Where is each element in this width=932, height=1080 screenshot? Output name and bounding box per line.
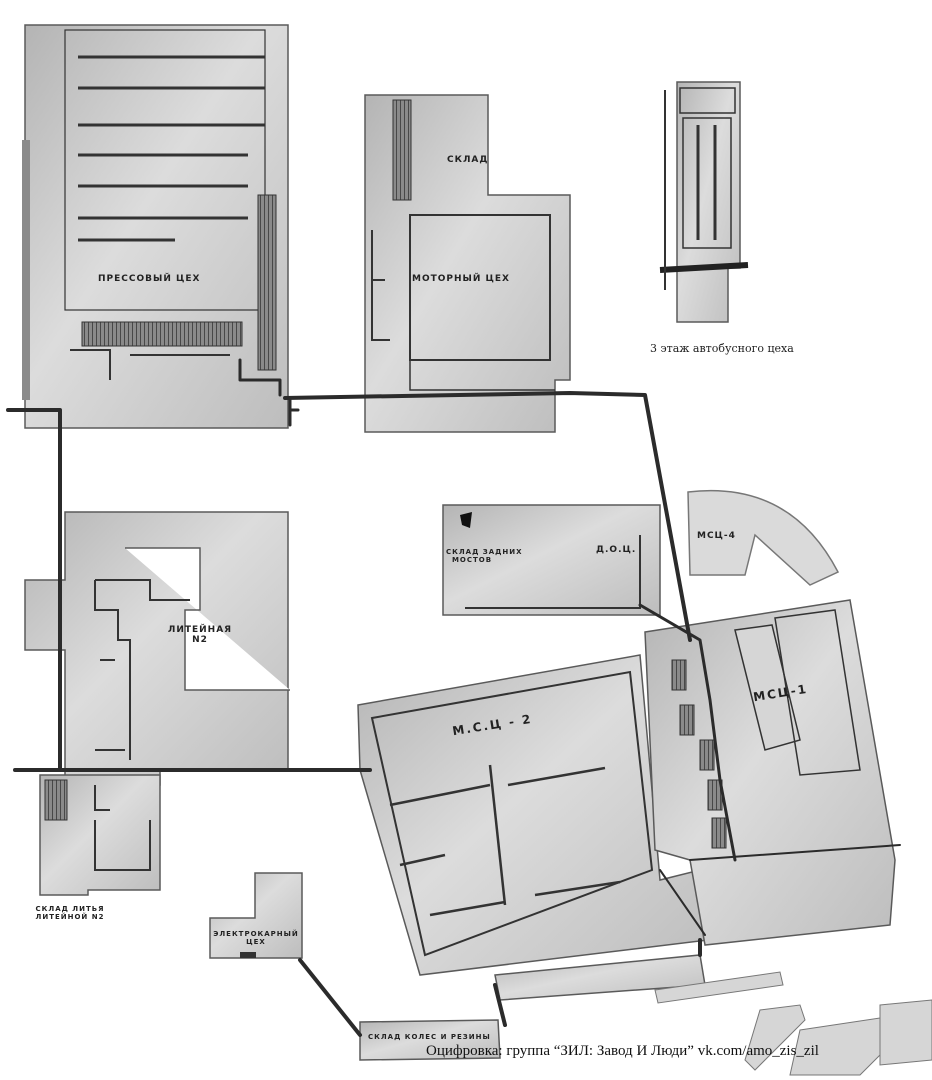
press-shop-building xyxy=(22,24,289,429)
electrocar-shop-building xyxy=(209,872,303,959)
electrocar-shop-label: ЭЛЕКТРОКАРНЫЙ ЦЕХ xyxy=(208,930,304,946)
wheels-tires-warehouse-label: СКЛАД КОЛЕС И РЕЗИНЫ xyxy=(368,1033,491,1041)
foundry-label: ЛИТЕЙНАЯ N2 xyxy=(160,625,240,645)
doc-label: Д.О.Ц. xyxy=(596,545,637,555)
casting-warehouse-building xyxy=(39,774,161,896)
motor-shop-building xyxy=(364,94,571,433)
press-shop-label: ПРЕССОВЫЙ ЦЕХ xyxy=(98,274,201,284)
msc4-label: МСЦ-4 xyxy=(697,531,736,541)
lower-right-buildings xyxy=(654,971,932,1076)
conveyor-lines xyxy=(6,358,901,1037)
casting-warehouse-label-line2: ЛИТЕЙНОЙ N2 xyxy=(35,913,105,921)
electrocar-shop-label-line1: ЭЛЕКТРОКАРНЫЙ xyxy=(213,930,299,938)
foundry-label-line1: ЛИТЕЙНАЯ xyxy=(167,625,233,635)
rear-axle-warehouse-label: СКЛАД ЗАДНИХ МОСТОВ xyxy=(446,548,523,564)
bus-shop-3rd-floor-inset xyxy=(659,81,749,323)
msc4-building xyxy=(687,489,840,586)
rear-axle-warehouse-label-line1: СКЛАД ЗАДНИХ xyxy=(446,548,523,556)
rear-axle-warehouse-label-line2: МОСТОВ xyxy=(451,556,493,564)
bus-shop-caption: 3 этаж автобусного цеха xyxy=(650,342,794,355)
rear-axle-warehouse-building xyxy=(442,504,661,616)
wheels-tires-warehouse-building xyxy=(359,954,706,1061)
foundry-label-line2: N2 xyxy=(192,635,208,645)
warehouse-label: СКЛАД xyxy=(447,155,489,165)
casting-warehouse-label-line1: СКЛАД ЛИТЬЯ xyxy=(35,905,105,913)
motor-shop-label: МОТОРНЫЙ ЦЕХ xyxy=(412,274,510,284)
digitization-credit: Оцифровка: группа “ЗИЛ: Завод И Люди” vk… xyxy=(426,1043,819,1059)
electrocar-shop-label-line2: ЦЕХ xyxy=(246,938,266,946)
foundry-building xyxy=(24,511,290,786)
casting-warehouse-label: СКЛАД ЛИТЬЯ ЛИТЕЙНОЙ N2 xyxy=(30,905,110,921)
